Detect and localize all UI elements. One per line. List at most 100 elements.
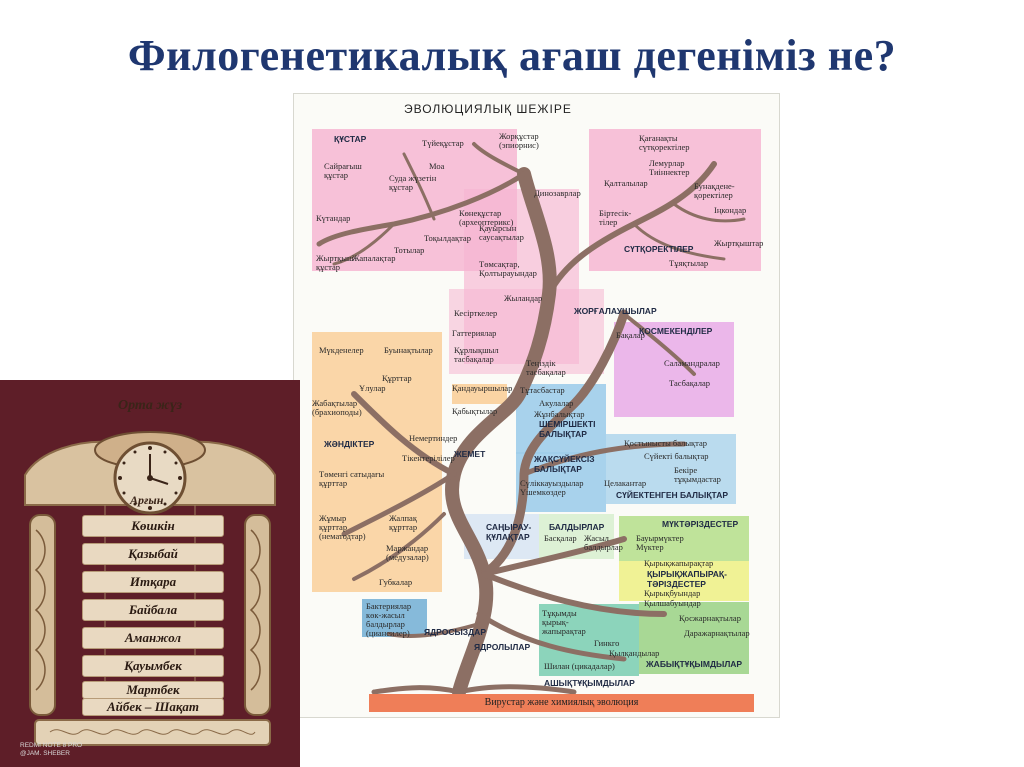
label-akulalar: Акулалар [539,398,574,408]
label-moa: Моа [429,161,445,171]
group-angiosperms: ЖАБЫҚТҰҚЫМДЫЛАР [646,659,743,669]
plaque-artwork [24,431,276,746]
ferns-panel [619,561,749,601]
label-lemur: Лемурлар Тиіннектер [649,158,690,177]
tree-branches [316,142,746,699]
label-tuyekustar: Түйеқұстар [422,138,464,148]
name-plaque-2: Қазыбай [82,543,224,565]
group-birds: ҚҰСТАР [334,134,367,144]
evolution-tree-poster: ЭВОЛЮЦИЯЛЫҚ ШЕЖІРЕ ҚҰСТАР СҮТҚОРЕКТІЛЕР … [293,93,780,718]
label-kurttar: Құрттар [382,373,412,383]
slide-title: Филогенетикалық ағаш дегеніміз не? [127,31,897,80]
group-mammals: СҮТҚОРЕКТІЛЕР [624,244,694,254]
label-zhorkustar: Жорқұстар (эпиорнис) [499,131,539,150]
label-zhasyl: Жасыл балдырлар [584,533,623,552]
insects-panel [312,332,442,592]
label-kyrykzhap: Қырықжапырақтар [644,558,714,568]
label-tasbakalar2: Тасбақалар [669,378,710,388]
label-kuytandar: Күтандар [316,213,351,223]
label-zhabaktylar: Жабақтылар (брахиоподы) [312,398,362,417]
label-zhapalaktar: Жапалақтар [352,253,396,263]
label-tomengi: Төменгі сатыдағы құрттар [319,469,385,488]
family-tree-photo: Орта жүз Арғын Көшкін Қазыбай Итқара Бай… [0,380,300,767]
label-kostynys: Қостынысты балықтар [624,438,708,448]
base-label: Вирустар және химиялық эволюция [369,694,754,712]
label-dinozavr: Динозаврлар [534,188,581,198]
label-kyrykbuyn: Қырықбуындар [644,588,701,598]
label-suiekti: Сүйекті балықтар [644,451,709,461]
group-insects: ЖӘНДІКТЕР [324,439,375,449]
plaque-header: Орта жүз [118,398,183,413]
label-birtesik: Біртесік- тілер [599,208,632,227]
poster-heading: ЭВОЛЮЦИЯЛЫҚ ШЕЖІРЕ [404,102,572,116]
label-kurlyk: Құрлықшыл тасбақалар [454,345,499,364]
label-zhalpak: Жалпақ құрттар [389,513,418,532]
label-bekire: Бекіре тұқымдастар [674,465,721,484]
label-tutas: Тұтасбастар [520,385,565,395]
label-kylkan: Қылқандылар [609,648,660,658]
label-nemertin: Немертиндер [409,433,458,443]
group-reptiles: ЖОРҒАЛАУШЫЛАР [574,306,657,316]
label-tokyldaktar: Тоқылдақтар [424,233,471,243]
group-algae: БАЛДЫРЛАР [549,522,605,532]
group-amphibians: ҚОСМЕКЕНДІЛЕР [639,326,713,336]
name-plaque-8: Айбек – Шақат [82,698,224,716]
label-tuyaktylar: Тұяқтылар [669,258,709,268]
label-sairagysh: Сайрағыш құстар [324,161,362,180]
watermark-author: @JAM. SHEBER [20,750,70,757]
group-eukaryotes: ЯДРОЛЫЛАР [474,642,531,652]
label-kylsha: Қылшабуындар [644,598,701,608]
group-mosses: МҮКТӘРІЗДЕСТЕР [662,519,739,529]
label-inkondar: Іңкондар [714,205,747,215]
name-plaque-6: Қауымбек [82,655,224,677]
label-baskalar: Басқалар [544,533,577,543]
name-plaque-1: Көшкін [82,515,224,537]
label-tikenter: Тікентерілілер [402,453,455,463]
label-gatteriya: Гаттериялар [452,328,497,338]
label-tselakant: Целакантар [604,478,647,488]
name-plaque-5: Аманжол [82,627,224,649]
name-plaque-3: Итқара [82,571,224,593]
gymnosperms-panel [539,604,639,676]
label-tenizdik: Теңіздік тасбақалар [526,358,566,377]
label-bunaktylar: Буынақтылар [384,345,433,355]
label-bunakdene: Бунақдене- қоректілер [694,181,735,200]
label-kauyrsyn: Қауырсын саусақтылар [479,223,524,242]
bacteria-panel [362,599,427,637]
group-chordates: ЖЕМЕТ [454,449,486,459]
label-zhumyr: Жұмыр құрттар (нематодтар) [319,513,366,541]
label-ginkgo: Гинкго [594,638,620,648]
label-mukdener: Мүкденелер [319,345,364,355]
group-gymnosperms: АШЫҚТҰҚЫМДЫЛАР [544,678,635,688]
group-prokaryotes: ЯДРОСЫЗДАР [424,627,486,637]
label-kaltaly: Қалталылар [604,178,648,188]
tunicates-panel [452,384,507,404]
label-kabyk: Қабықтылар [452,406,498,416]
amphibians-panel [614,322,734,417]
label-sulikau: Сүліккауыздылар Үшемкөздер [520,478,584,497]
label-zhuyn: Жұнбалықтар [534,409,585,419]
group-cartilaginous: ШЕМІРШЕКТІ БАЛЫҚТАР [539,419,596,439]
label-kossarnak: Қосжарнақтылар [679,613,741,623]
camera-watermark: REDMI NOTE 8 PRO @JAM. SHEBER [20,742,82,758]
label-tomsaktar: Төмсақтар, Қолтырауындар [479,259,537,278]
label-kesirtke: Кесіртке­лер [454,308,498,318]
group-ferns: ҚЫРЫҚЖАПЫРАҚ- ТӘРІЗДЕСТЕР [647,569,727,589]
label-shylan: Шилан (цикадалар) [544,661,615,671]
label-kaganakty: Қағанақты сүтқоректілер [639,133,690,152]
label-zhyrtkyshtar: Жыртқыштар [714,238,764,248]
label-konekustar: Көнеқұстар (археоптерикс) [459,208,514,227]
tree-artwork [312,129,761,699]
label-marzhan: Маржандар (медузалар) [386,543,429,562]
label-zhyrtkysh: Жыртқыш құстар [316,253,354,272]
label-tukym: Тұқымды қырық- жапырақтар [542,608,586,636]
mosses-panel [619,516,749,561]
label-bakalar: Бақалар [616,330,645,340]
plaque-clan: Арғын [130,493,164,507]
group-bony-fish: СҮЙЕКТЕНГЕН БАЛЫҚТАР [616,490,728,500]
label-bauyr: Бауырмүктер Мүктер [636,533,684,552]
group-jawless: ЖАҚСҮЙЕКСІЗ БАЛЫҚТАР [534,454,595,474]
name-plaque-4: Байбала [82,599,224,621]
group-fungi: САҢЫРАУ- ҚҰЛАҚТАР [486,522,532,542]
watermark-device: REDMI NOTE 8 PRO [20,742,83,749]
